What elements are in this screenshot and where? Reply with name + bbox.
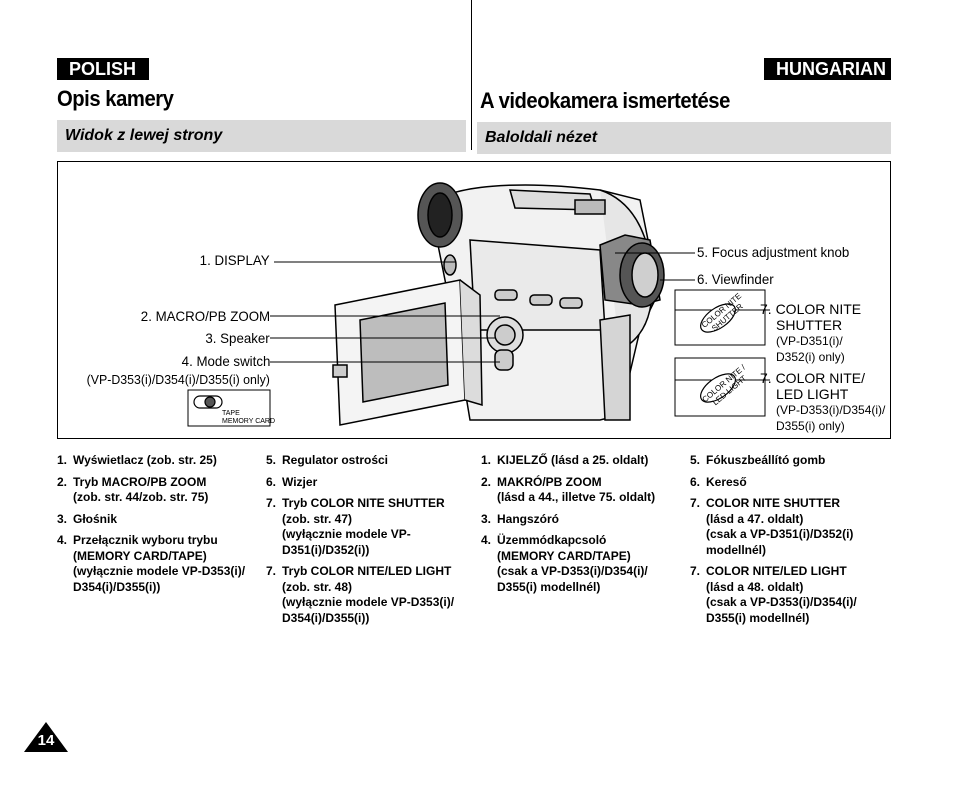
list-item: 2.MAKRÓ/PB ZOOM (lásd a 44., illetve 75.… — [481, 474, 656, 505]
list-item: 6.Kereső — [690, 474, 747, 489]
camcorder-illustration — [187, 182, 770, 427]
label-focus-knob: 5. Focus adjustment knob — [697, 244, 850, 260]
language-badge-polish: POLISH — [57, 58, 149, 80]
page-number-badge: 14 — [22, 720, 70, 759]
list-item: 7.Tryb COLOR NITE SHUTTER (zob. str. 47)… — [266, 496, 445, 557]
label-speaker: 3. Speaker — [205, 330, 270, 346]
diagram-frame — [57, 161, 891, 439]
center-divider — [471, 0, 472, 150]
list-item: 5.Fókuszbeállító gomb — [690, 453, 826, 467]
label-color-nite-led: 7. COLOR NITE/ LED LIGHT (VP-D353(i)/D35… — [760, 370, 886, 433]
hungarian-list-1: 1.KIJELZŐ (lásd a 25. oldalt) 2.MAKRÓ/PB… — [481, 453, 681, 601]
polish-list-2: 5.Regulator ostrości 6.Wizjer 7.Tryb COL… — [266, 453, 466, 632]
list-item: 5.Regulator ostrości — [266, 453, 389, 467]
polish-list-1: 1.Wyświetlacz (zob. str. 25) 2.Tryb MACR… — [57, 453, 257, 601]
page-title-hungarian: A videokamera ismertetése — [480, 88, 730, 113]
list-item: 7.COLOR NITE SHUTTER (lásd a 47. oldalt)… — [690, 496, 854, 557]
list-item: 3.Hangszóró — [481, 511, 560, 526]
list-item: 3.Głośnik — [57, 511, 118, 526]
language-badge-hungarian: HUNGARIAN — [764, 58, 891, 80]
list-item: 4.Przełącznik wyboru trybu (MEMORY CARD/… — [57, 533, 246, 594]
subtitle-hungarian: Baloldali nézet — [485, 129, 598, 146]
label-color-nite-shutter: 7. COLOR NITE SHUTTER (VP-D351(i)/ D352(… — [760, 301, 862, 364]
list-item: 4.Üzemmódkapcsoló (MEMORY CARD/TAPE) (cs… — [481, 533, 648, 594]
page-title-polish: Opis kamery — [57, 86, 174, 111]
hungarian-list-2: 5.Fókuszbeállító gomb 6.Kereső 7.COLOR N… — [690, 453, 890, 632]
list-item: 7.COLOR NITE/LED LIGHT (lásd a 48. oldal… — [690, 564, 857, 625]
label-display: 1. DISPLAY — [200, 252, 270, 268]
list-item: 6.Wizjer — [266, 474, 318, 489]
subtitle-polish: Widok z lewej strony — [65, 127, 223, 144]
subtitle-bar-polish: Widok z lewej strony — [57, 120, 466, 152]
page-number: 14 — [37, 732, 55, 749]
list-item: 2.Tryb MACRO/PB ZOOM (zob. str. 44/zob. … — [57, 474, 209, 505]
label-macro-pb-zoom: 2. MACRO/PB ZOOM — [140, 308, 270, 324]
label-mode-switch: 4. Mode switch — [181, 353, 270, 369]
label-mode-switch-models: (VP-D353(i)/D354(i)/D355(i) only) — [86, 372, 270, 387]
subtitle-bar-hungarian: Baloldali nézet — [477, 122, 891, 154]
label-viewfinder: 6. Viewfinder — [697, 271, 774, 287]
list-item: 1.Wyświetlacz (zob. str. 25) — [57, 453, 217, 467]
list-item: 1.KIJELZŐ (lásd a 25. oldalt) — [481, 453, 649, 467]
list-item: 7.Tryb COLOR NITE/LED LIGHT (zob. str. 4… — [266, 564, 455, 625]
page-triangle-icon — [24, 722, 68, 752]
